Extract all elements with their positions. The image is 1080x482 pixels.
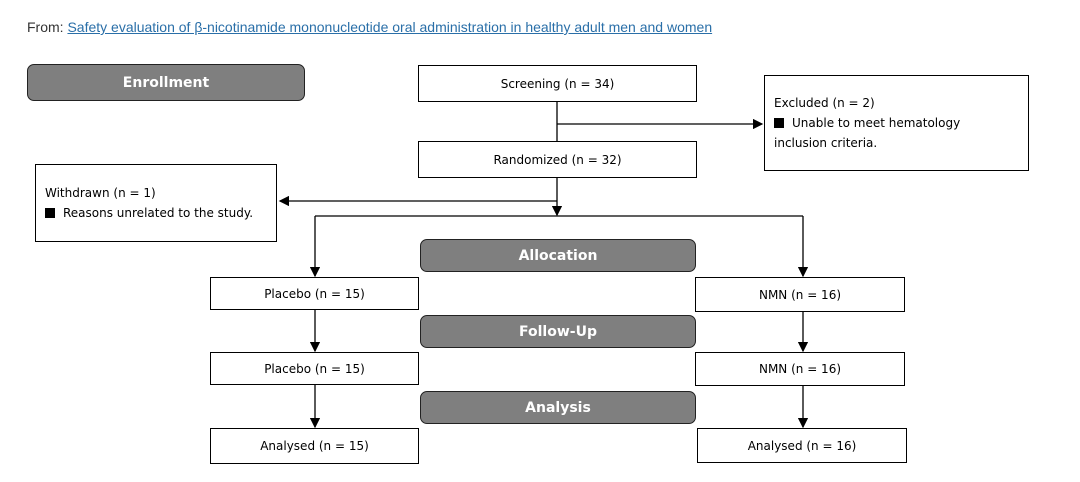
randomized-box: Randomized (n = 32) — [418, 141, 697, 178]
bullet-square-icon — [774, 118, 784, 128]
excluded-reason-line1: Unable to meet hematology — [792, 116, 961, 130]
from-label: From: — [27, 19, 64, 35]
stage-enrollment: Enrollment — [27, 64, 305, 101]
withdrawn-box: Withdrawn (n = 1) Reasons unrelated to t… — [35, 164, 277, 242]
nmn-follow-up-box: NMN (n = 16) — [695, 352, 905, 386]
stage-analysis: Analysis — [420, 391, 696, 424]
bullet-square-icon — [45, 208, 55, 218]
withdrawn-title: Withdrawn (n = 1) — [45, 186, 156, 200]
placebo-allocation-box: Placebo (n = 15) — [210, 277, 419, 310]
excluded-reason-line2: inclusion criteria. — [774, 136, 878, 150]
placebo-follow-up-box: Placebo (n = 15) — [210, 352, 419, 385]
excluded-reason: Unable to meet hematology — [774, 113, 960, 133]
withdrawn-reason: Reasons unrelated to the study. — [45, 203, 253, 223]
withdrawn-reason-text: Reasons unrelated to the study. — [63, 206, 254, 220]
excluded-box: Excluded (n = 2) Unable to meet hematolo… — [764, 75, 1029, 171]
nmn-analysed-box: Analysed (n = 16) — [697, 428, 907, 463]
placebo-analysed-box: Analysed (n = 15) — [210, 428, 419, 464]
stage-follow-up: Follow-Up — [420, 315, 696, 348]
source-line: From: Safety evaluation of β-nicotinamid… — [27, 19, 712, 35]
excluded-title: Excluded (n = 2) — [774, 96, 875, 110]
stage-allocation: Allocation — [420, 239, 696, 272]
screening-box: Screening (n = 34) — [418, 65, 697, 102]
article-link[interactable]: Safety evaluation of β-nicotinamide mono… — [67, 19, 713, 35]
nmn-allocation-box: NMN (n = 16) — [695, 277, 905, 312]
